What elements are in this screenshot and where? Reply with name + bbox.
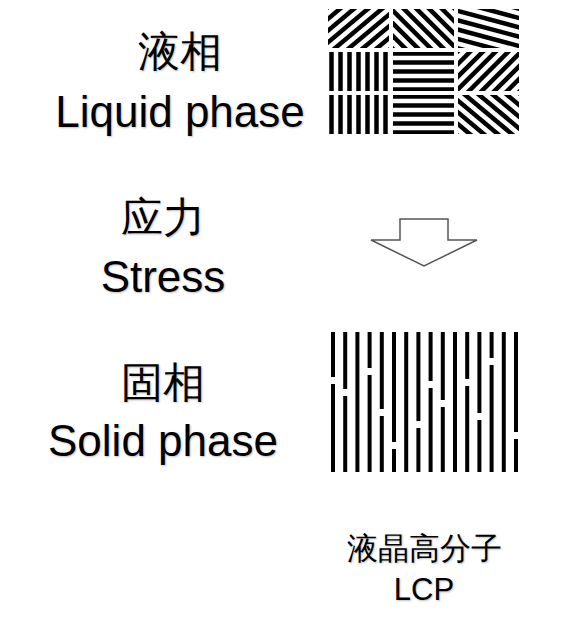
chain (441, 332, 445, 400)
chain (477, 420, 481, 472)
chain (429, 332, 433, 381)
chain (441, 407, 445, 472)
down-arrow (371, 219, 477, 266)
domain (393, 9, 454, 48)
chain (458, 22, 519, 48)
chain (355, 332, 359, 472)
chain (331, 332, 335, 377)
chain (329, 95, 334, 134)
chain (336, 18, 389, 48)
chain (365, 52, 370, 91)
chain (393, 78, 454, 83)
chain (341, 24, 389, 48)
chain (368, 332, 372, 368)
random-domains (278, 0, 562, 194)
chain (393, 9, 447, 48)
chain (383, 95, 388, 134)
chain (393, 95, 454, 99)
chain (365, 95, 370, 134)
chain (465, 52, 519, 91)
aligned-chains (333, 332, 516, 472)
chain (393, 103, 454, 108)
chain (429, 388, 433, 472)
chain (393, 121, 454, 126)
chain (393, 12, 440, 48)
chain (458, 52, 519, 91)
chain (343, 332, 347, 389)
chain (393, 130, 454, 134)
chain (393, 52, 454, 56)
phase-label: 液相 (138, 29, 222, 75)
domain (393, 95, 454, 134)
domain (328, 95, 389, 134)
chain (343, 396, 347, 472)
chain (458, 95, 519, 134)
chain (374, 52, 379, 91)
chain (328, 9, 389, 48)
chain (347, 31, 389, 48)
domain (328, 9, 389, 48)
chain (484, 67, 519, 91)
material-label: 液晶高分子 (347, 532, 502, 566)
chain (458, 97, 517, 134)
chain (477, 332, 481, 413)
chain (380, 416, 384, 472)
chain (490, 332, 494, 358)
chain (338, 52, 343, 91)
domain (458, 9, 519, 48)
chain (416, 428, 420, 472)
chain (328, 9, 389, 48)
chain (383, 52, 388, 91)
chain (331, 384, 335, 472)
process-label: Stress (101, 253, 226, 301)
chain (458, 95, 519, 134)
chain (374, 95, 379, 134)
chain (465, 332, 469, 379)
chain (458, 48, 519, 49)
chain (368, 375, 372, 472)
chain (393, 87, 454, 91)
domain (458, 52, 519, 91)
chain (490, 365, 494, 472)
chain (458, 104, 511, 134)
chain (393, 60, 454, 65)
domain (458, 95, 519, 134)
chain (404, 332, 408, 472)
chain (329, 52, 334, 91)
chain (453, 332, 457, 472)
chain (458, 117, 500, 134)
chain (356, 95, 361, 134)
chain (514, 332, 518, 432)
chain (458, 39, 519, 48)
chain (393, 112, 454, 117)
chain (392, 449, 396, 472)
chain (416, 332, 420, 421)
chain (338, 95, 343, 134)
phase-label: 固相 (121, 360, 205, 406)
chain (472, 55, 519, 91)
chain (347, 95, 352, 134)
domain (328, 52, 389, 91)
chain (465, 386, 469, 472)
phase-label: Solid phase (48, 417, 278, 465)
chain (330, 11, 389, 48)
domain (393, 52, 454, 91)
chain (478, 61, 519, 91)
chain (393, 9, 454, 48)
chain (514, 439, 518, 472)
chain (393, 69, 454, 74)
process-label: 应力 (121, 195, 205, 241)
chain (502, 332, 506, 472)
chain (392, 332, 396, 442)
phase-label: Liquid phase (55, 88, 305, 136)
chain (458, 30, 519, 48)
chain (393, 18, 434, 48)
chain (347, 52, 352, 91)
chain (356, 52, 361, 91)
chain (380, 332, 384, 409)
chain (458, 110, 506, 134)
material-label: LCP (394, 573, 454, 607)
chain (393, 24, 428, 48)
